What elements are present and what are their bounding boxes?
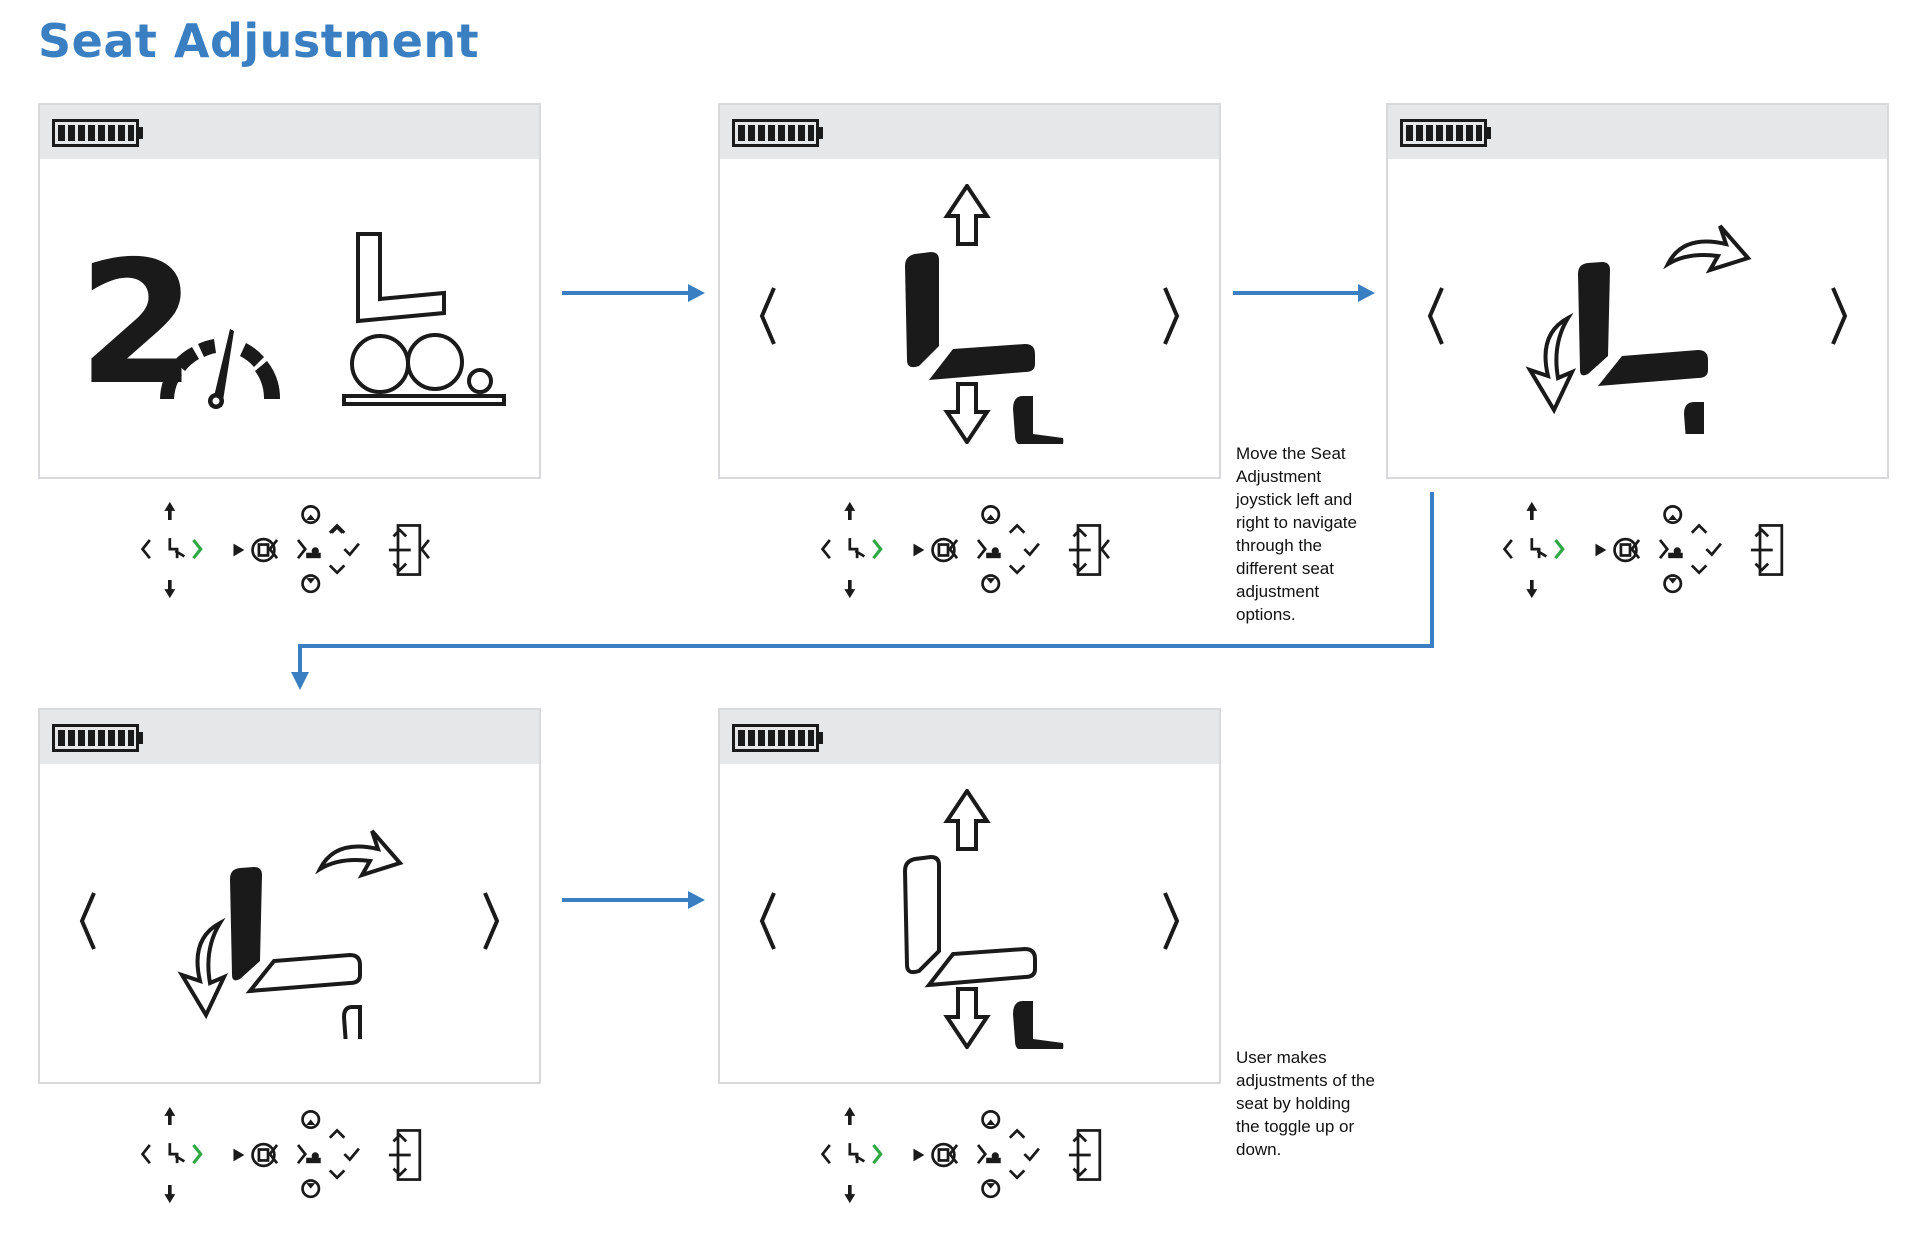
page-title: Seat Adjustment [38,14,480,68]
drive-screen: 2 [38,103,541,479]
seat-icon [1525,224,1752,434]
seat-tilt-screen [1386,103,1889,479]
status-bar [720,710,1219,764]
tilt-arrow-up-icon [315,829,404,879]
status-bar [40,105,539,159]
seat-icon [902,789,1064,1049]
nav-left-icon[interactable] [1424,284,1446,348]
seat-lift-outline-screen [718,708,1221,1084]
wheelchair-icon [342,232,506,406]
control-guide-5 [820,1106,1102,1204]
battery-icon [52,724,144,752]
nav-right-icon[interactable] [1161,889,1183,953]
tilt-arrow-down-icon [177,917,229,1020]
status-bar [1388,105,1887,159]
arrow-up-icon [943,184,991,246]
arrow-down-icon [943,987,991,1049]
battery-icon [732,724,824,752]
nav-right-icon[interactable] [1161,284,1183,348]
arrow-up-icon [943,789,991,851]
control-guide-1 [140,501,430,599]
tilt-arrow-up-icon [1663,224,1752,274]
nav-left-icon[interactable] [756,284,778,348]
arrow-down-icon [943,382,991,444]
control-guide-3 [1502,501,1784,599]
battery-icon [52,119,144,147]
seat-tilt-outline-screen [38,708,541,1084]
seat-icon [177,829,404,1039]
status-bar [720,105,1219,159]
seat-lift-screen [718,103,1221,479]
control-guide-4 [140,1106,422,1204]
seat-icon [905,184,1064,444]
nav-right-icon[interactable] [481,889,503,953]
battery-icon [1400,119,1492,147]
nav-left-icon[interactable] [756,889,778,953]
nav-right-icon[interactable] [1829,284,1851,348]
speedometer-icon [160,329,281,409]
tilt-arrow-down-icon [1525,312,1577,415]
status-bar [40,710,539,764]
battery-icon [732,119,824,147]
flow-arrow-3 [298,492,1434,672]
nav-left-icon[interactable] [76,889,98,953]
note-navigate: Move the Seat Adjustment joystick left a… [1236,444,1357,624]
note-adjust: User makes adjustments of the seat by ho… [1236,1048,1375,1159]
control-guide-2 [820,501,1110,599]
